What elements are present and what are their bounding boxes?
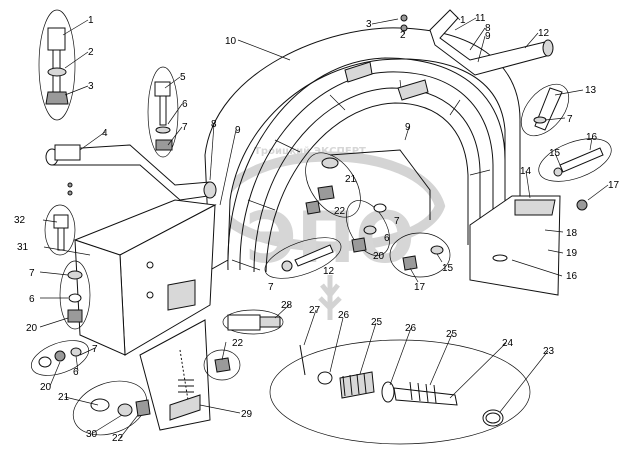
callout-label: 10 xyxy=(225,36,237,47)
callout-label: 9 xyxy=(485,31,491,42)
callout-label: 30 xyxy=(86,429,98,440)
watermark-caption: Троицкий ЭКСПЕРТ xyxy=(254,146,366,157)
callout-label: 7 xyxy=(182,122,188,133)
callout-label: 16 xyxy=(566,271,578,282)
callout-label: 29 xyxy=(241,409,253,420)
callout-label: 20 xyxy=(26,323,38,334)
callout-label: 15 xyxy=(442,263,454,274)
bolt-group-13 xyxy=(520,83,570,137)
callout-label: 17 xyxy=(414,282,426,293)
callout-label: 12 xyxy=(538,28,550,39)
callout-label: 22 xyxy=(334,206,346,217)
callout-label: 18 xyxy=(566,228,578,239)
callout-label: 8 xyxy=(485,23,491,34)
watermark-ring xyxy=(212,151,446,252)
callout-label: 28 xyxy=(281,300,293,311)
callout-label: 6 xyxy=(384,233,390,244)
callout-label: 32 xyxy=(14,215,26,226)
callout-label: 19 xyxy=(566,248,578,259)
fasteners-15-17 xyxy=(389,232,451,278)
callout-label: 7 xyxy=(92,344,98,355)
callout-label: 11 xyxy=(475,13,486,24)
fasteners-lower-left xyxy=(30,204,151,436)
callout-label: 25 xyxy=(446,329,458,340)
callout-label: 9 xyxy=(405,122,411,133)
callout-label: 2 xyxy=(88,47,94,58)
callout-label: 17 xyxy=(608,180,620,191)
callout-label: 24 xyxy=(502,338,514,349)
callout-label: 3 xyxy=(366,19,372,30)
callout-label: 7 xyxy=(268,282,274,293)
callout-label: 3 xyxy=(88,81,94,92)
callout-label: 21 xyxy=(345,174,357,185)
bolt-group-left xyxy=(38,9,76,121)
callout-label: 26 xyxy=(338,310,350,321)
callout-label: 1 xyxy=(88,15,94,26)
fasteners-center xyxy=(305,152,390,256)
bolt-group-5-7 xyxy=(147,66,179,158)
callout-label: 16 xyxy=(586,132,598,143)
callout-label: 22 xyxy=(232,338,244,349)
callout-label: 23 xyxy=(543,346,555,357)
callout-label: 6 xyxy=(73,367,79,378)
mudflap-plate xyxy=(469,195,561,296)
callout-label: 5 xyxy=(180,72,186,83)
callout-label: 31 xyxy=(17,242,29,253)
support-tube xyxy=(45,144,217,201)
callout-label: 13 xyxy=(585,85,597,96)
callout-label: 15 xyxy=(549,148,561,159)
upper-tube xyxy=(400,9,554,76)
callout-label: 20 xyxy=(373,251,385,262)
callout-label: 9 xyxy=(235,125,241,136)
callout-label: 4 xyxy=(102,128,108,139)
callout-label: 6 xyxy=(182,99,188,110)
callout-label: 20 xyxy=(40,382,52,393)
callout-label: 27 xyxy=(309,305,321,316)
leader-lines xyxy=(39,14,609,439)
callout-labels: 1 2 3 4 5 6 7 8 9 10 3 2 1 11 8 9 12 13 … xyxy=(14,13,620,444)
callout-label: 12 xyxy=(323,266,335,277)
callout-label: 25 xyxy=(371,317,383,328)
callout-label: 7 xyxy=(29,268,35,279)
watermark: ЭПО Троицкий ЭКСПЕРТ xyxy=(212,146,446,320)
wheat-icon xyxy=(318,275,342,320)
callout-label: 14 xyxy=(520,166,532,177)
callout-label: 2 xyxy=(400,30,406,41)
callout-label: 22 xyxy=(112,433,124,444)
bolt-28 xyxy=(178,309,306,401)
callout-label: 8 xyxy=(211,119,217,130)
callout-label: 21 xyxy=(58,392,70,403)
spring-assembly xyxy=(269,339,531,445)
callout-label: 7 xyxy=(394,216,400,227)
bolt-group-12 xyxy=(264,237,342,279)
callout-label: 26 xyxy=(405,323,417,334)
bracket-box xyxy=(73,199,217,431)
fender-assembly xyxy=(204,27,521,273)
bolt-group-16 xyxy=(538,138,612,211)
callout-label: 6 xyxy=(29,294,35,305)
callout-label: 7 xyxy=(567,114,573,125)
callout-label: 1 xyxy=(460,15,466,26)
